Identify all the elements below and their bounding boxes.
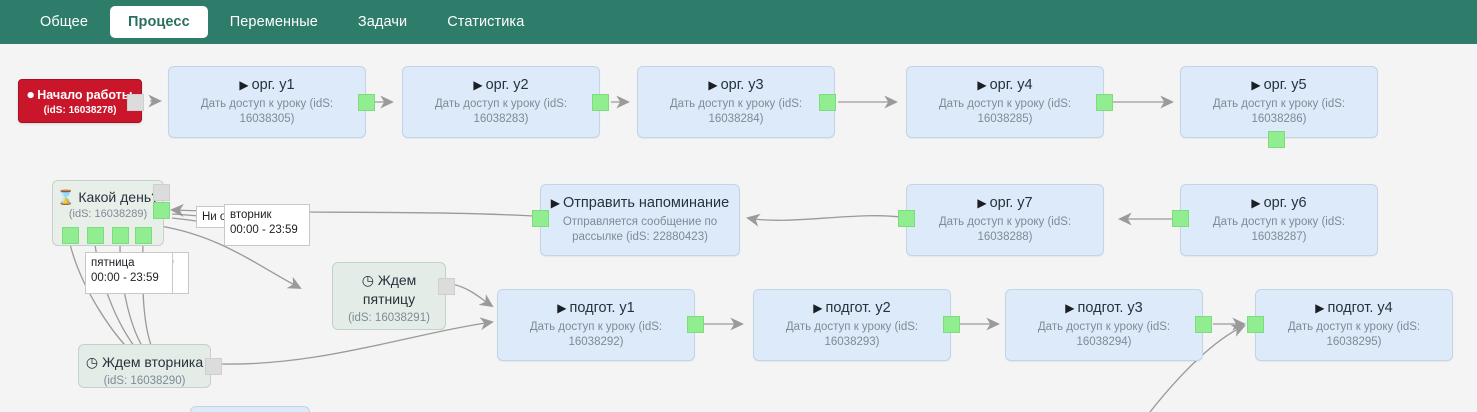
port-which-day-out-2[interactable] [87, 227, 104, 244]
node-title: ▶подгот. у4 [1315, 300, 1393, 316]
tab-peremennye[interactable]: Переменные [229, 14, 318, 30]
port-prep-u3-out[interactable] [1195, 316, 1212, 333]
play-triangle-icon: ▶ [1251, 78, 1261, 92]
node-subtitle: Дать доступ к уроку (idS: 16038295) [1287, 321, 1421, 348]
play-triangle-icon: ▶ [813, 301, 823, 315]
port-org-u2-out[interactable] [592, 94, 609, 111]
node-subtitle: (idS: 16038291) [348, 312, 430, 324]
clock-icon: ◷ [361, 272, 374, 288]
port-org-u1-out[interactable] [358, 94, 375, 111]
node-start-title: ⏺ Начало работы [27, 88, 133, 102]
hourglass-icon: ⌛ [57, 189, 75, 205]
play-triangle-icon: ▶ [473, 78, 483, 92]
tooltip-friday-day: пятница [91, 257, 135, 269]
port-which-day-out-4[interactable] [135, 227, 152, 244]
node-org-u3[interactable]: ▶орг. у3 Дать доступ к уроку (idS: 16038… [637, 66, 835, 138]
port-start-out[interactable] [127, 94, 144, 111]
node-title: ▶орг. у7 [977, 195, 1033, 211]
tab-zadachi[interactable]: Задачи [357, 14, 408, 30]
port-which-day-top[interactable] [153, 184, 170, 201]
node-subtitle: Дать доступ к уроку (idS: 16038286) [1212, 98, 1346, 125]
node-title: ▶Отправить напоминание [550, 195, 730, 211]
tooltip-tuesday-time: 00:00 - 23:59 [230, 224, 298, 236]
clock-icon: ◷ [85, 354, 99, 370]
play-triangle-icon: ▶ [239, 78, 249, 92]
node-title: ◷ Ждем вторника [85, 354, 204, 370]
tooltip-friday: пятница 00:00 - 23:59 [85, 252, 173, 294]
play-triangle-icon: ▶ [708, 78, 718, 92]
node-start-event[interactable]: ⏺ Начало работы (idS: 16038278) [18, 79, 142, 123]
process-canvas[interactable]: ⏺ Начало работы (idS: 16038278) ▶орг. у1… [0, 44, 1477, 412]
tooltip-friday-time: 00:00 - 23:59 [91, 272, 159, 284]
node-subtitle: Дать доступ к уроку (idS: 16038287) [1212, 216, 1346, 243]
play-triangle-icon: ▶ [557, 301, 567, 315]
node-title: ▶орг. у5 [1251, 77, 1307, 93]
node-title: ▶орг. у6 [1251, 195, 1307, 211]
node-title: ◷ Ждем пятницу [361, 272, 417, 307]
port-org-u5-out[interactable] [1268, 131, 1285, 148]
node-subtitle: Дать доступ к уроку (idS: 16038284) [669, 98, 803, 125]
node-title: ▶орг. у3 [708, 77, 764, 93]
node-prep-u1[interactable]: ▶подгот. у1 Дать доступ к уроку (idS: 16… [497, 289, 695, 361]
play-triangle-icon: ▶ [550, 196, 560, 210]
port-org-u3-out[interactable] [819, 94, 836, 111]
node-title: ▶орг. у2 [473, 77, 529, 93]
node-org-u2[interactable]: ▶орг. у2 Дать доступ к уроку (idS: 16038… [402, 66, 600, 138]
node-prep-u4[interactable]: ▶подгот. у4 Дать доступ к уроку (idS: 16… [1255, 289, 1453, 361]
node-title: ▶подгот. у1 [557, 300, 635, 316]
node-org-u7[interactable]: ▶орг. у7 Дать доступ к уроку (idS: 16038… [906, 184, 1104, 256]
port-org-u4-out[interactable] [1096, 94, 1113, 111]
node-org-u1[interactable]: ▶орг. у1 Дать доступ к уроку (idS: 16038… [168, 66, 366, 138]
node-subtitle: (idS: 16038289) [68, 208, 148, 220]
tooltip-tuesday: вторник 00:00 - 23:59 [224, 204, 310, 246]
port-wait-friday-out[interactable] [438, 278, 455, 295]
port-prep-u2-out[interactable] [943, 316, 960, 333]
node-prep-u3[interactable]: ▶подгот. у3 Дать доступ к уроку (idS: 16… [1005, 289, 1203, 361]
node-wait-tuesday[interactable]: ◷ Ждем вторника (idS: 16038290) [78, 344, 211, 388]
node-subtitle: (idS: 16038290) [103, 375, 186, 387]
node-start-id: (idS: 16038278) [43, 105, 117, 116]
port-which-day-out-3[interactable] [112, 227, 129, 244]
port-send-reminder-out[interactable] [532, 210, 549, 227]
node-subtitle: Дать доступ к уроку (idS: 16038283) [434, 98, 568, 125]
tab-statistika[interactable]: Статистика [447, 14, 525, 30]
play-triangle-icon: ▶ [977, 78, 987, 92]
start-event-icon: ⏺ [27, 88, 34, 102]
node-wait-friday[interactable]: ◷ Ждем пятницу (idS: 16038291) [332, 262, 446, 330]
node-send-reminder[interactable]: ▶Отправить напоминание Отправляется сооб… [540, 184, 740, 256]
port-prep-u4-in[interactable] [1247, 316, 1264, 333]
node-subtitle: Дать доступ к уроку (idS: 16038292) [529, 321, 663, 348]
node-subtitle: Отправляется сообщение по рассылке (idS:… [562, 216, 718, 243]
port-prep-u1-out[interactable] [687, 316, 704, 333]
port-org-u7-out[interactable] [898, 210, 915, 227]
node-org-u4[interactable]: ▶орг. у4 Дать доступ к уроку (idS: 16038… [906, 66, 1104, 138]
node-subtitle: Дать доступ к уроку (idS: 16038293) [785, 321, 919, 348]
play-triangle-icon: ▶ [1065, 301, 1075, 315]
node-org-u6[interactable]: ▶орг. у6 Дать доступ к уроку (idS: 16038… [1180, 184, 1378, 256]
tab-bar: Общее Процесс Переменные Задачи Статисти… [0, 0, 1477, 44]
tab-obshchee[interactable]: Общее [40, 14, 88, 30]
tab-process[interactable]: Процесс [109, 6, 208, 38]
port-wait-tuesday-out[interactable] [205, 358, 222, 375]
node-title: ⌛ Какой день? [57, 189, 159, 205]
node-title: ▶подгот. у2 [813, 300, 891, 316]
node-clipped-bottom[interactable] [190, 406, 310, 412]
port-which-day-in[interactable] [153, 202, 170, 219]
node-subtitle: Дать доступ к уроку (idS: 16038294) [1037, 321, 1171, 348]
node-title: ▶подгот. у3 [1065, 300, 1143, 316]
node-org-u5[interactable]: ▶орг. у5 Дать доступ к уроку (idS: 16038… [1180, 66, 1378, 138]
node-subtitle: Дать доступ к уроку (idS: 16038305) [200, 98, 334, 125]
node-title: ▶орг. у1 [239, 77, 295, 93]
play-triangle-icon: ▶ [1251, 196, 1261, 210]
node-title: ▶орг. у4 [977, 77, 1033, 93]
node-subtitle: Дать доступ к уроку (idS: 16038285) [938, 98, 1072, 125]
port-org-u6-out[interactable] [1172, 210, 1189, 227]
play-triangle-icon: ▶ [1315, 301, 1325, 315]
node-prep-u2[interactable]: ▶подгот. у2 Дать доступ к уроку (idS: 16… [753, 289, 951, 361]
tooltip-tuesday-day: вторник [230, 209, 272, 221]
play-triangle-icon: ▶ [977, 196, 987, 210]
port-which-day-out-1[interactable] [62, 227, 79, 244]
node-subtitle: Дать доступ к уроку (idS: 16038288) [938, 216, 1072, 243]
